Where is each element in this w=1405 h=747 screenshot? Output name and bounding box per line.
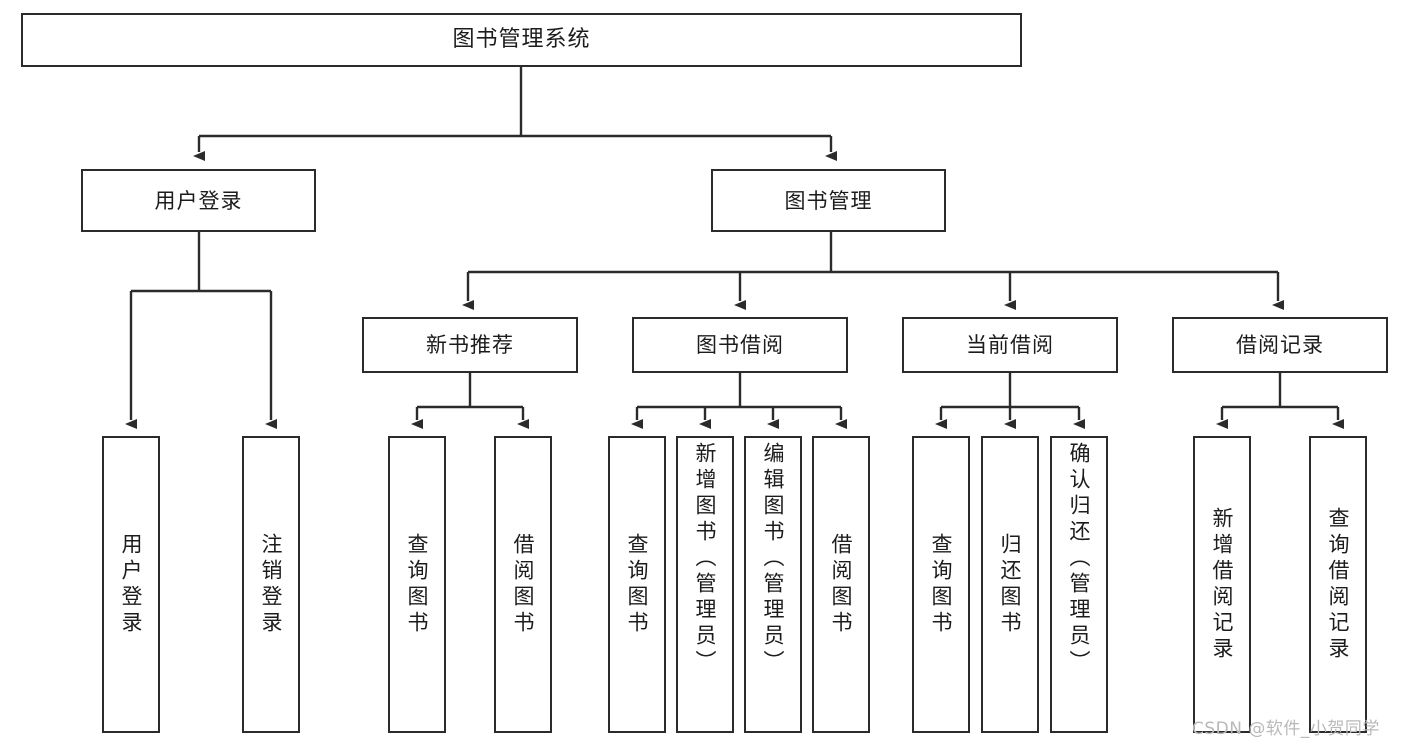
leaf-confirm-return-admin[interactable]: 确认归还（管理员） <box>1050 436 1108 733</box>
csdn-watermark: CSDN @软件_小贺同学 <box>1192 719 1380 739</box>
node-label: 新增借阅记录 <box>1210 506 1234 663</box>
leaf-add-borrow-record[interactable]: 新增借阅记录 <box>1193 436 1251 733</box>
leaf-logout[interactable]: 注销登录 <box>242 436 300 733</box>
node-label: 用户登录 <box>154 188 243 213</box>
node-label: 图书管理系统 <box>452 27 591 52</box>
leaf-borrow-book[interactable]: 借阅图书 <box>812 436 870 733</box>
leaf-borrow-query-book[interactable]: 查询图书 <box>608 436 666 733</box>
leaf-edit-book-admin[interactable]: 编辑图书（管理员） <box>744 436 802 733</box>
node-label: 当前借阅 <box>966 333 1054 357</box>
leaf-new-book-query[interactable]: 查询图书 <box>388 436 446 733</box>
node-book-management[interactable]: 图书管理 <box>711 169 946 232</box>
leaf-add-book-admin[interactable]: 新增图书（管理员） <box>676 436 734 733</box>
node-root-book-management-system[interactable]: 图书管理系统 <box>21 13 1022 67</box>
leaf-return-book[interactable]: 归还图书 <box>981 436 1039 733</box>
node-new-book-recommendation[interactable]: 新书推荐 <box>362 317 578 373</box>
node-book-borrow[interactable]: 图书借阅 <box>632 317 848 373</box>
node-borrow-record[interactable]: 借阅记录 <box>1172 317 1388 373</box>
node-label: 查询借阅记录 <box>1326 506 1350 663</box>
node-label: 新书推荐 <box>426 333 514 357</box>
leaf-new-book-borrow[interactable]: 借阅图书 <box>494 436 552 733</box>
node-label: 查询图书 <box>405 532 429 637</box>
node-label: 确认归还（管理员） <box>1067 442 1091 676</box>
leaf-current-query-book[interactable]: 查询图书 <box>912 436 970 733</box>
node-user-login[interactable]: 用户登录 <box>81 169 316 232</box>
node-label: 图书借阅 <box>696 333 784 357</box>
node-label: 用户登录 <box>119 532 143 637</box>
node-label: 图书管理 <box>784 188 873 213</box>
node-label: 编辑图书（管理员） <box>761 442 785 676</box>
node-label: 借阅记录 <box>1236 333 1324 357</box>
node-current-borrow[interactable]: 当前借阅 <box>902 317 1118 373</box>
node-label: 借阅图书 <box>829 532 853 637</box>
node-label: 查询图书 <box>625 532 649 637</box>
node-label: 归还图书 <box>998 532 1022 637</box>
node-label: 查询图书 <box>929 532 953 637</box>
leaf-user-login[interactable]: 用户登录 <box>102 436 160 733</box>
node-label: 注销登录 <box>259 532 283 637</box>
node-label: 借阅图书 <box>511 532 535 637</box>
node-label: 新增图书（管理员） <box>693 442 717 676</box>
leaf-query-borrow-record[interactable]: 查询借阅记录 <box>1309 436 1367 733</box>
